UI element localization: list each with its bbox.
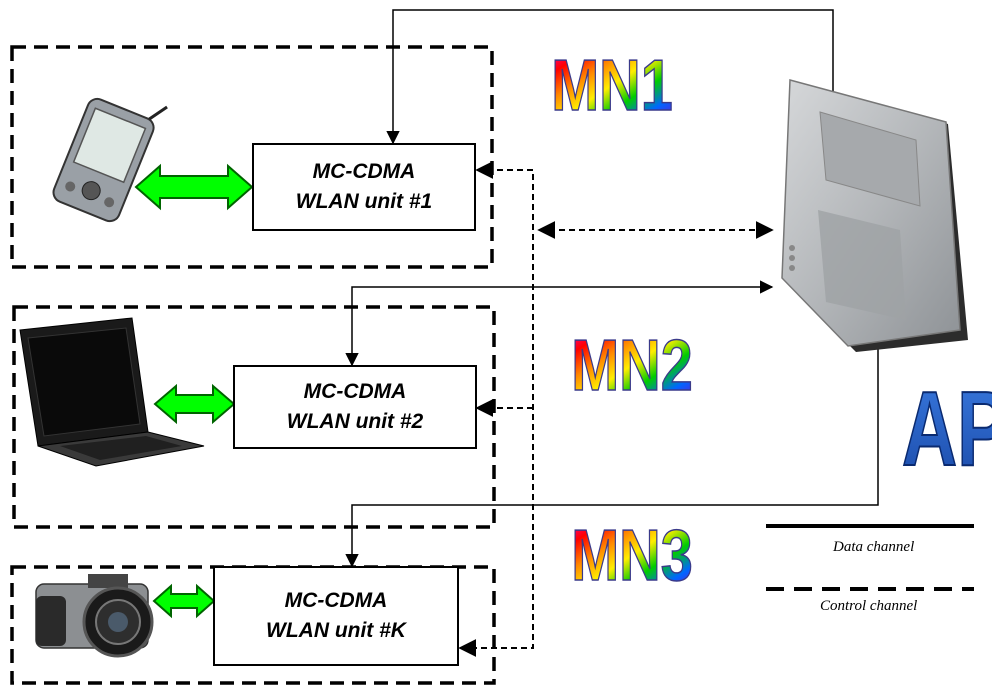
data-channel-mn3 (345, 335, 885, 568)
link-arrow-mn1 (134, 163, 254, 211)
wlan-unit-1-line1: MC-CDMA (312, 160, 416, 183)
node-group-mn3 (10, 565, 496, 685)
access-point-icon (781, 79, 968, 352)
legend-data-label: Data channel (833, 539, 915, 555)
node-label-mn3: MN3 (571, 515, 693, 596)
data-channel-mn2 (345, 280, 774, 367)
legend-control-label: Control channel (820, 598, 918, 614)
control-channel-bus (458, 161, 774, 657)
wlan-unit-k-line1: MC-CDMA (284, 589, 388, 612)
node-label-mn1: MN1 (551, 45, 673, 126)
ap-label: AP (902, 369, 992, 488)
node-group-mn1 (10, 45, 494, 269)
node-group-mn2 (12, 305, 496, 529)
node-label-mn2: MN2 (571, 325, 693, 406)
wlan-unit-2-line1: MC-CDMA (303, 380, 407, 403)
camera-icon (35, 574, 154, 658)
pda-icon (52, 97, 168, 223)
wlan-unit-k-line2: WLAN unit #K (266, 619, 406, 642)
wlan-unit-2-line2: WLAN unit #2 (286, 410, 424, 433)
wlan-unit-1: MC-CDMA WLAN unit #1 (252, 143, 476, 231)
link-arrow-mn2 (153, 383, 236, 425)
wlan-unit-k: MC-CDMA WLAN unit #K (213, 566, 459, 666)
data-channel-mn1 (386, 9, 840, 145)
link-arrow-mn3 (152, 583, 216, 619)
wlan-unit-1-line2: WLAN unit #1 (295, 190, 433, 213)
laptop-icon (19, 317, 205, 467)
wlan-unit-2: MC-CDMA WLAN unit #2 (233, 365, 477, 449)
